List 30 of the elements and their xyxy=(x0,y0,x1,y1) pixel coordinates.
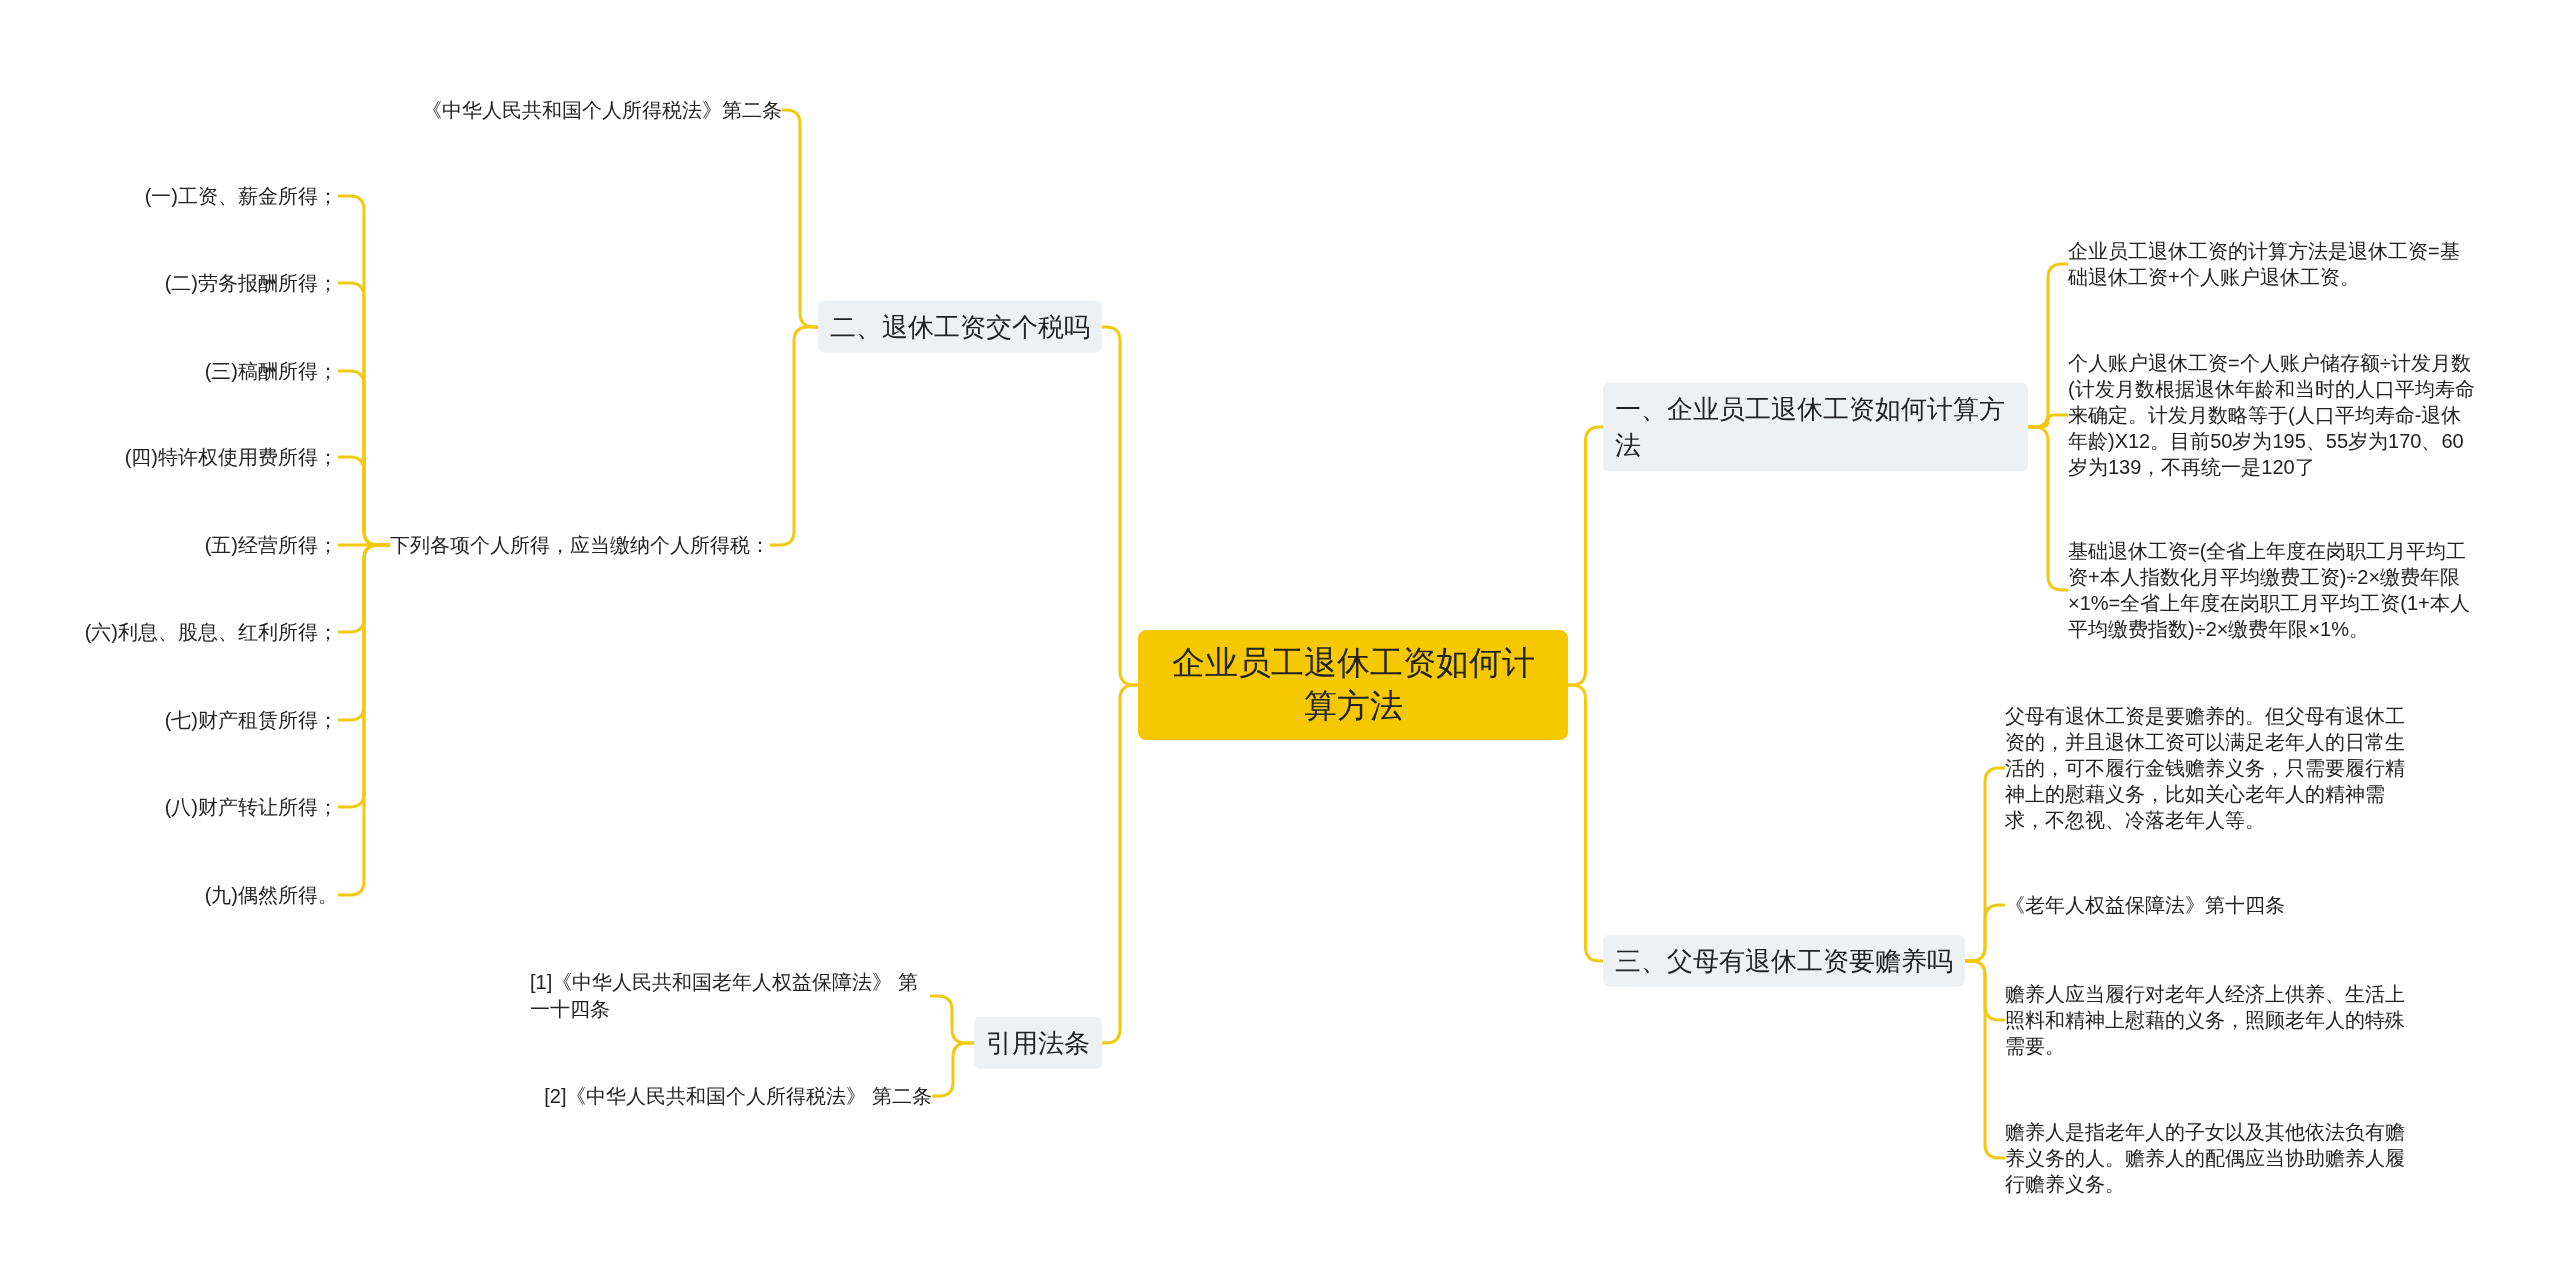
topic-box xyxy=(1603,382,2028,472)
note-text: [2]《中华人民共和国个人所得税法》 第二条 xyxy=(544,1083,932,1109)
note-text: (九)偶然所得。 xyxy=(204,882,338,908)
central-topic-box xyxy=(1138,630,1568,740)
topic-box xyxy=(974,1016,1102,1070)
note-text: (二)劳务报酬所得； xyxy=(164,270,338,296)
topic-box xyxy=(818,300,1102,354)
topic-box xyxy=(1603,934,1965,988)
note-text: (一)工资、薪金所得； xyxy=(144,183,338,209)
note-text: 赡养人应当履行对老年人经济上供养、生活上照料和精神上慰藉的义务，照顾老年人的特殊需要。 xyxy=(2005,981,2410,1059)
note-text: 《老年人权益保障法》第十四条 xyxy=(2005,892,2410,918)
topic-text: 企业员工退休工资如何计算方法 xyxy=(1170,643,1536,726)
topic-text: 一、企业员工退休工资如何计算方法 xyxy=(1615,392,2006,462)
note-text: (八)财产转让所得； xyxy=(164,794,338,820)
note-text: 《中华人民共和国个人所得税法》第二条 xyxy=(422,97,782,123)
note-text: 个人账户退休工资=个人账户储存额÷计发月数(计发月数根据退休年龄和当时的人口平均寿命来确定。计发月数略等于(人口平均寿命-退休年龄)X12。目前50岁为195、55岁为170、60岁为139，不再统一是120了 xyxy=(2068,350,2478,480)
note-text: (七)财产租赁所得； xyxy=(164,707,338,733)
note-text: (三)稿酬所得； xyxy=(204,358,338,384)
topic-text: 三、父母有退休工资要赡养吗 xyxy=(1615,944,1953,978)
note-text: 基础退休工资=(全省上年度在岗职工月平均工资+本人指数化月平均缴费工资)÷2×缴费年限×1%=全省上年度在岗职工月平均工资(1+本人平均缴费指数)÷2×缴费年限×1%。 xyxy=(2068,538,2478,642)
topic-text: 引用法条 xyxy=(986,1026,1090,1060)
note-text: 下列各项个人所得，应当缴纳个人所得税： xyxy=(390,532,770,558)
note-text: [1]《中华人民共和国老年人权益保障法》 第一十四条 xyxy=(530,969,930,1023)
note-text: 赡养人是指老年人的子女以及其他依法负有赡养义务的人。赡养人的配偶应当协助赡养人履行赡养义务。 xyxy=(2005,1119,2410,1197)
note-text: 父母有退休工资是要赡养的。但父母有退休工资的，并且退休工资可以满足老年人的日常生活的，可不履行金钱赡养义务，只需要履行精神上的慰藉义务，比如关心老年人的精神需求，不忽视、冷落老年人等。 xyxy=(2005,703,2410,833)
note-text: (五)经营所得； xyxy=(204,532,338,558)
topic-text: 二、退休工资交个税吗 xyxy=(830,310,1090,344)
note-text: 企业员工退休工资的计算方法是退休工资=基础退休工资+个人账户退休工资。 xyxy=(2068,238,2478,290)
note-text: (六)利息、股息、红利所得； xyxy=(84,619,338,645)
note-text: (四)特许权使用费所得； xyxy=(124,444,338,470)
